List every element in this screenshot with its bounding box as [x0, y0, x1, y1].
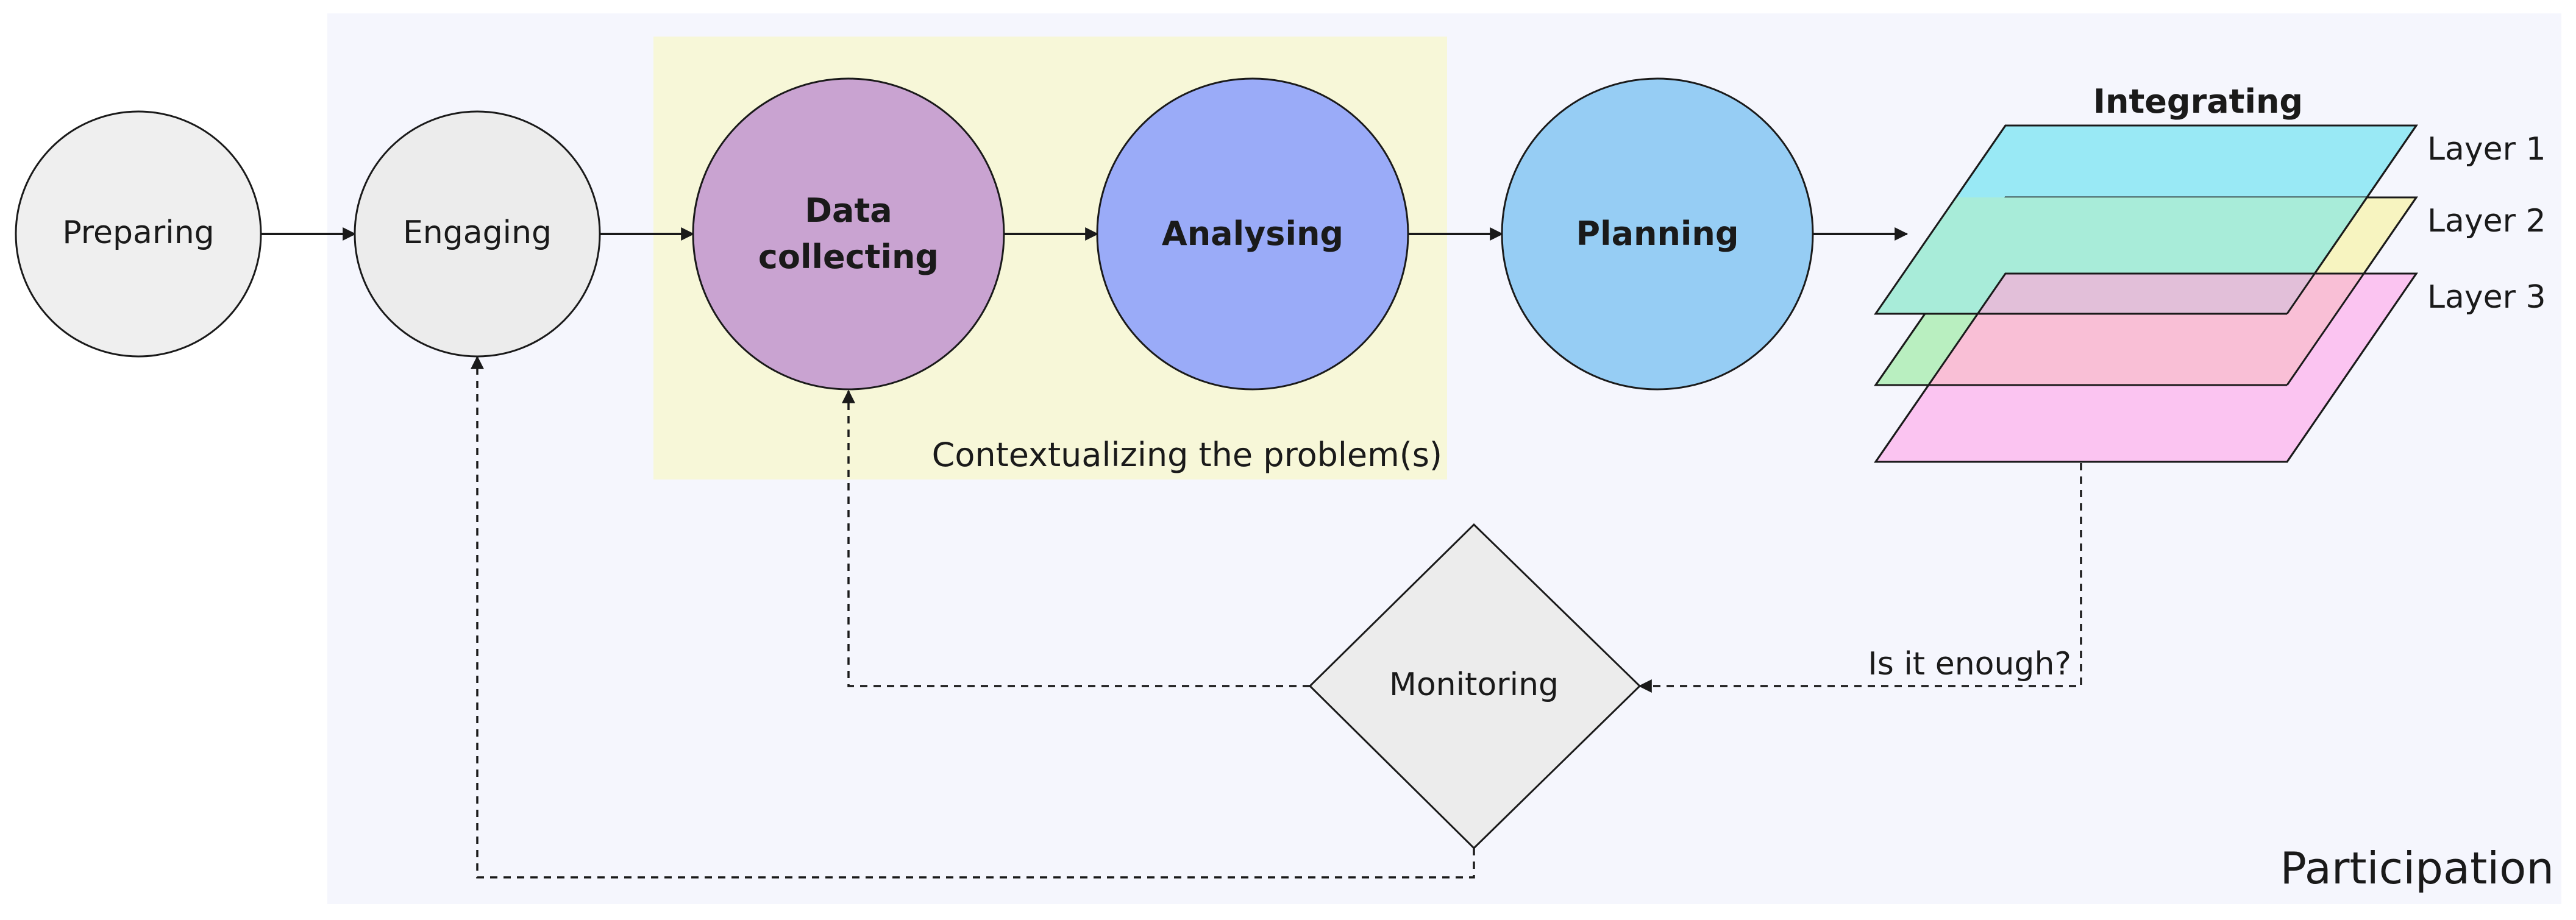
monitoring-node	[1308, 523, 1642, 850]
context-region-label: Contextualizing the problem(s)	[932, 436, 1442, 474]
engaging-label: Engaging	[403, 214, 552, 251]
integrating-title: Integrating	[2093, 82, 2303, 121]
engaging-node	[354, 110, 601, 358]
data-collecting-label-line2: collecting	[758, 238, 939, 276]
arrow-integrating-monitoring	[1638, 463, 2082, 693]
data-collecting-label-line1: Data	[805, 191, 892, 230]
analysing-label: Analysing	[1162, 214, 1343, 253]
layer-1-3-overlap	[1978, 274, 2314, 314]
layer-3-label: Layer 3	[2427, 279, 2546, 316]
arrow-monitoring-engaging	[471, 355, 1475, 879]
analysing-node	[1096, 77, 1409, 391]
preparing-node	[15, 110, 262, 358]
layer-2-label: Layer 2	[2427, 203, 2546, 239]
preparing-label: Preparing	[62, 214, 214, 251]
planning-label: Planning	[1576, 214, 1738, 253]
planning-node	[1501, 77, 1814, 391]
feedback-question-label: Is it enough?	[1868, 646, 2071, 682]
layer-3-outline	[1874, 272, 2418, 463]
data-collecting-node	[692, 77, 1005, 391]
layer-1-right-edge	[2286, 125, 2418, 314]
layer-1-label: Layer 1	[2427, 131, 2546, 168]
layer-2-right-edge	[2286, 197, 2418, 386]
participation-label: Participation	[2280, 843, 2554, 894]
arrow-monitoring-data-collecting	[842, 389, 1310, 687]
monitoring-label: Monitoring	[1389, 667, 1559, 703]
